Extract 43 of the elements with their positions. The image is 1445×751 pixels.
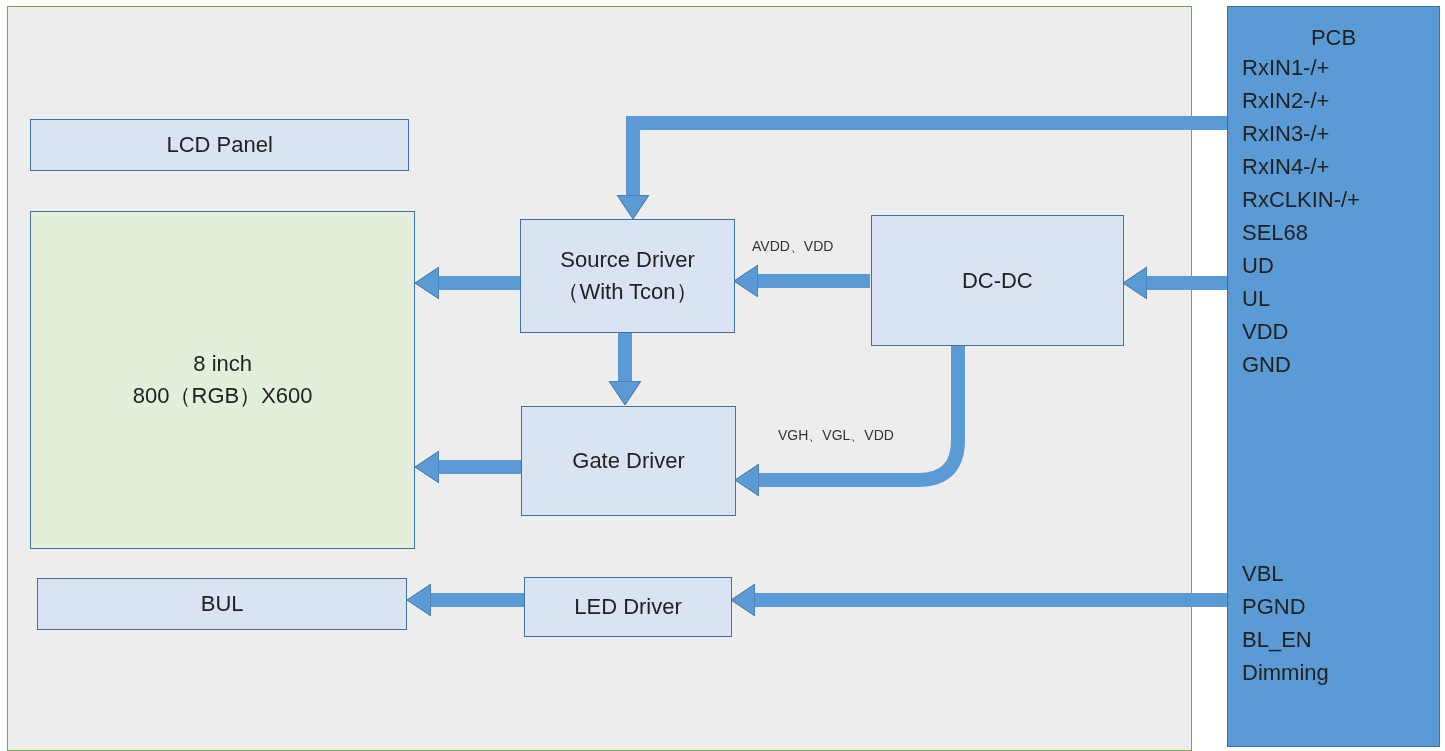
- block-arrow: [1122, 266, 1227, 300]
- block-arrow: [608, 333, 642, 406]
- display-area: [30, 211, 416, 549]
- pin-label: RxCLKIN-/+: [1242, 186, 1360, 214]
- block-label: BUL: [200, 589, 244, 618]
- block-box: [520, 219, 735, 334]
- block-arrow: [734, 346, 965, 497]
- block-box: [37, 577, 408, 630]
- pcb-panel: [1227, 6, 1440, 747]
- block-arrow: [733, 264, 870, 298]
- block-box: [524, 576, 732, 637]
- block-label: LCD Panel: [166, 131, 273, 160]
- block-arrow: [414, 450, 521, 484]
- display-label: 8 inch: [193, 350, 253, 378]
- pin-label: RxIN1-/+: [1242, 54, 1330, 82]
- block-arrow: [406, 583, 524, 617]
- block-label: Gate Driver: [572, 446, 685, 475]
- pin-label: RxIN2-/+: [1242, 87, 1330, 115]
- block-box: [521, 405, 736, 516]
- module-frame: [7, 6, 1192, 751]
- edge-label: AVDD、VDD: [750, 238, 836, 256]
- pin-label: SEL68: [1242, 219, 1309, 247]
- pin-label: UL: [1242, 285, 1271, 313]
- block-label: LED Driver: [574, 592, 682, 621]
- edge-label: VGH、VGL、VDD: [776, 427, 896, 445]
- block-box: [870, 215, 1124, 347]
- pcb-heading: PCB: [1309, 24, 1358, 52]
- block-arrow: [616, 116, 1227, 220]
- block-arrow: [414, 266, 520, 300]
- pin-label: GND: [1242, 351, 1291, 379]
- pin-label: RxIN4-/+: [1242, 153, 1330, 181]
- pin-label: Dimming: [1242, 659, 1329, 687]
- pin-label: VDD: [1242, 318, 1289, 346]
- block-arrow: [730, 583, 1227, 617]
- pin-label: RxIN3-/+: [1242, 120, 1330, 148]
- block-box: [30, 119, 410, 172]
- display-label: 800（RGB）X600: [132, 382, 313, 410]
- block-label: Source Driver （With Tcon）: [556, 246, 699, 307]
- pin-label: PGND: [1242, 593, 1306, 621]
- pin-label: BL_EN: [1242, 626, 1312, 654]
- pin-label: UD: [1242, 252, 1274, 280]
- pin-label: VBL: [1242, 560, 1284, 588]
- block-label: DC-DC: [961, 266, 1033, 295]
